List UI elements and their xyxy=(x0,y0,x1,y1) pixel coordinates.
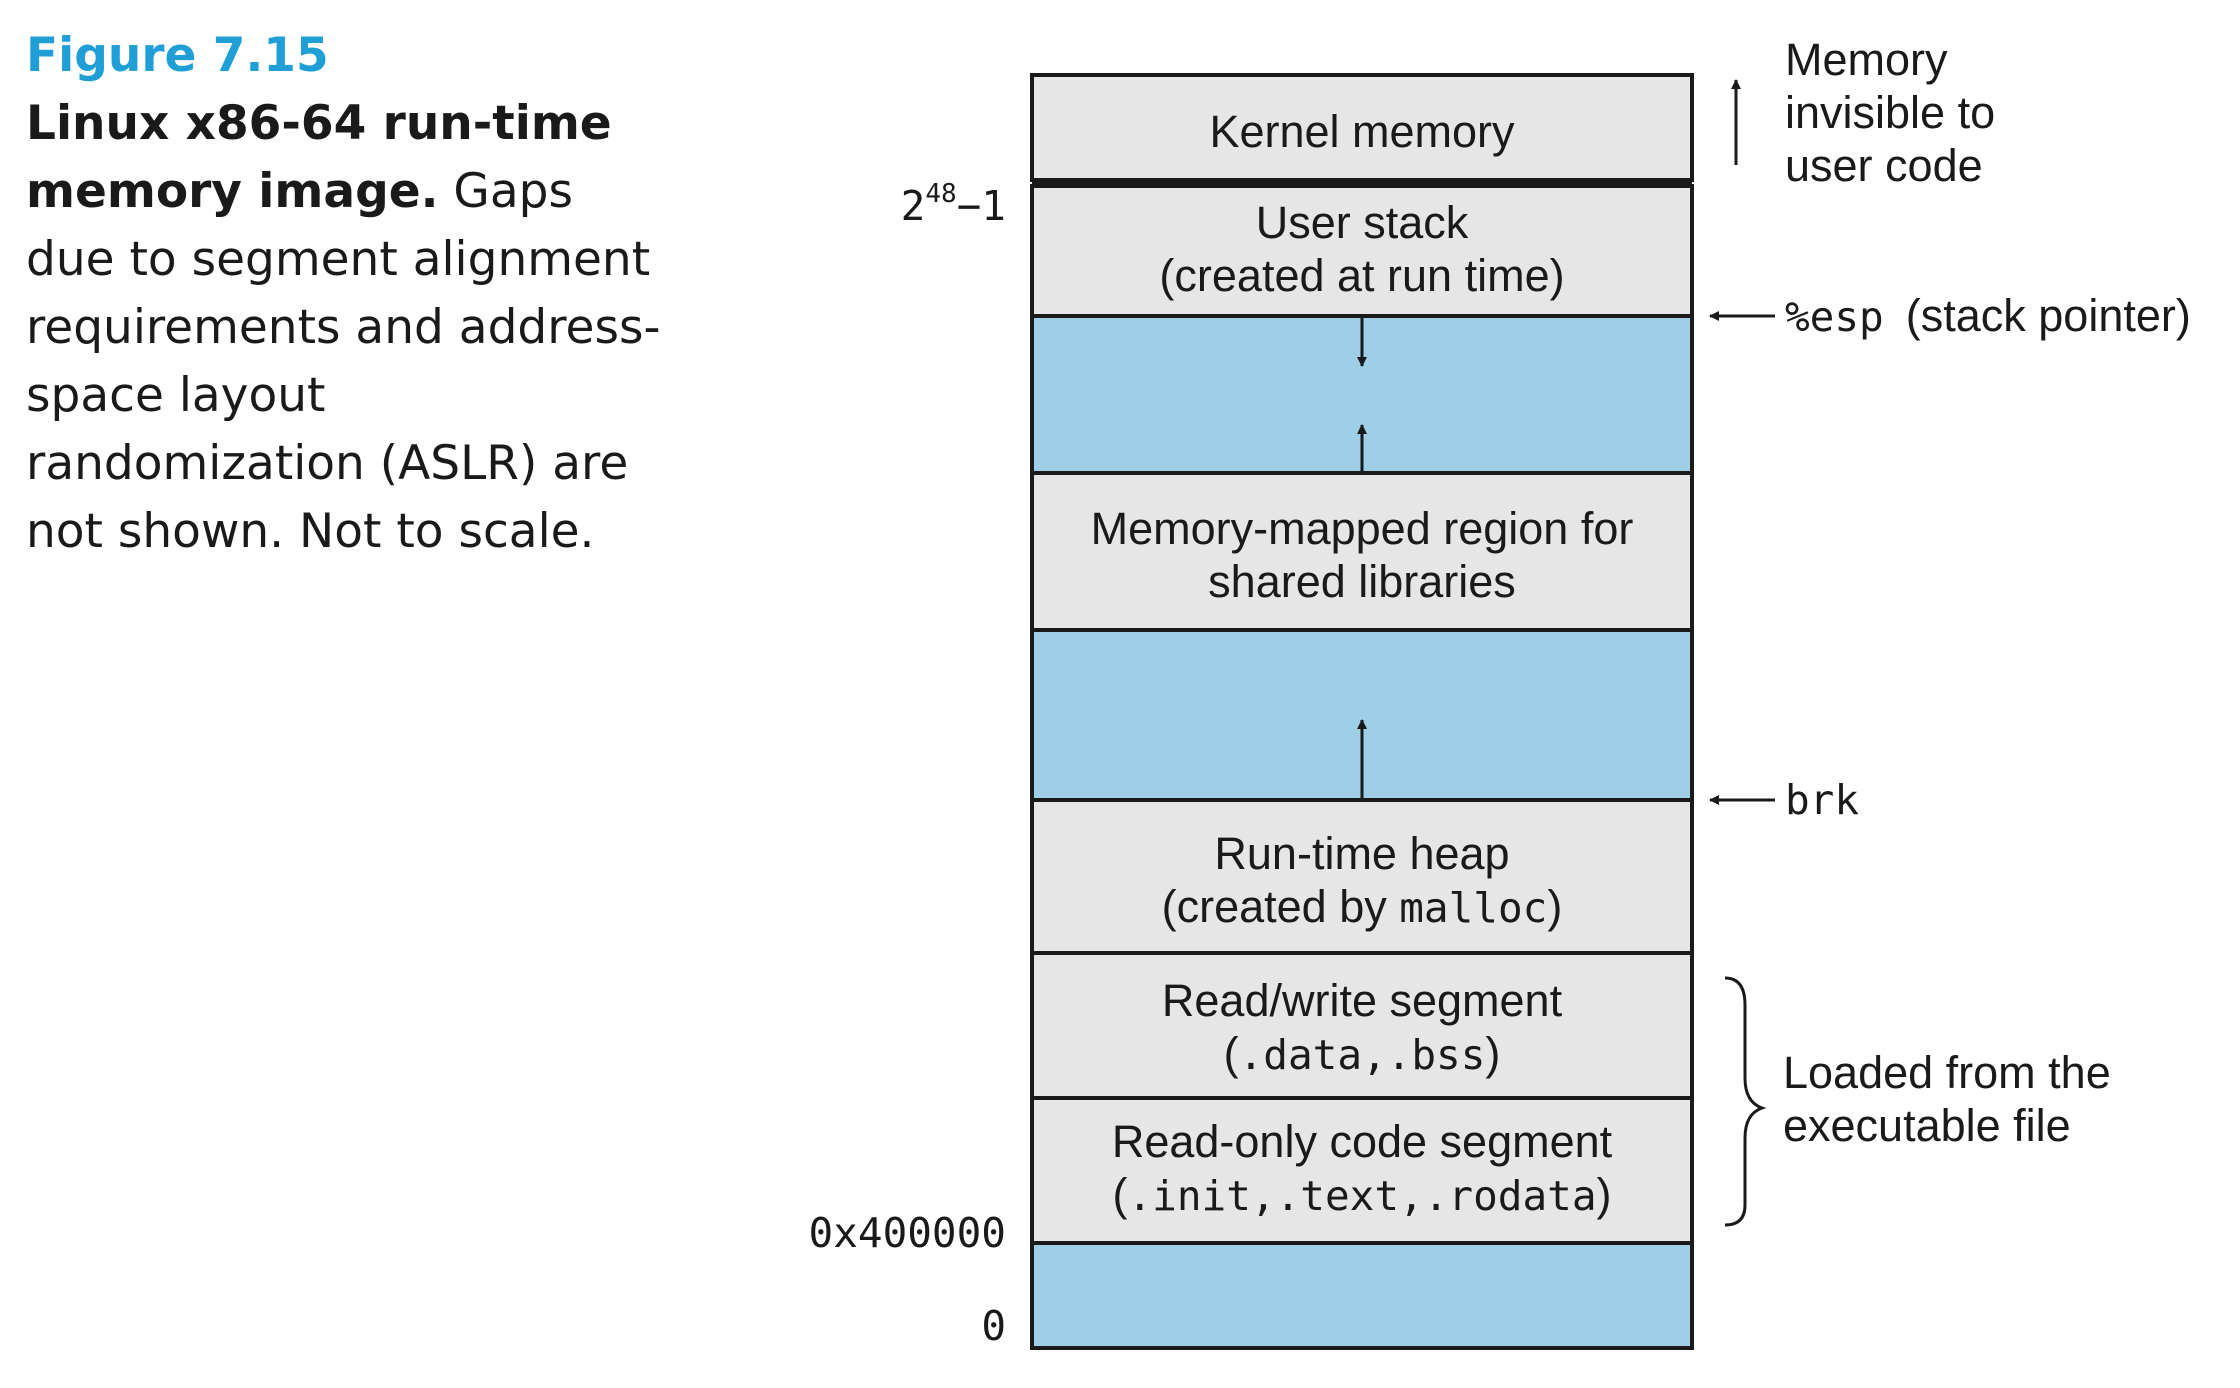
label-read-write-sections: (.data,.bss) xyxy=(1224,1028,1501,1079)
annotation-brk: brk xyxy=(1785,776,1859,824)
code-brk: brk xyxy=(1785,776,1859,824)
label-heap-note: (created by malloc) xyxy=(1162,881,1563,932)
label-kernel-memory: Kernel memory xyxy=(1209,106,1515,157)
annotation-invisible-line1: Memory xyxy=(1785,34,1948,85)
address-top-user: 248−1 xyxy=(901,179,1006,230)
annotation-invisible-line2: invisible to xyxy=(1785,87,1995,138)
annotation-loaded-line1: Loaded from the xyxy=(1783,1047,2111,1098)
segment-memory-mapped-region xyxy=(1030,471,1694,632)
address-code-start: 0x400000 xyxy=(809,1209,1006,1257)
annotation-invisible-line3: user code xyxy=(1785,140,1983,191)
label-read-only-sections: (.init,.text,.rodata) xyxy=(1113,1169,1612,1220)
figure-title: Linux x86-64 run-time memory image. xyxy=(26,96,612,219)
label-heap: Run-time heap xyxy=(1214,828,1509,879)
annotation-esp: %esp(stack pointer) xyxy=(1785,290,2191,341)
code-data-bss: .data,.bss xyxy=(1239,1031,1486,1079)
label-read-only: Read-only code segment xyxy=(1112,1116,1613,1167)
annotation-loaded-line2: executable file xyxy=(1783,1100,2071,1151)
code-init-text-rodata: .init,.text,.rodata xyxy=(1128,1172,1597,1220)
code-esp: %esp xyxy=(1785,293,1884,341)
label-user-stack: User stack xyxy=(1256,197,1469,248)
address-zero: 0 xyxy=(981,1302,1006,1350)
label-read-write: Read/write segment xyxy=(1162,975,1563,1026)
segment-kernel-memory xyxy=(1030,73,1694,182)
segment-user-stack xyxy=(1030,184,1694,318)
figure-description: Gaps due to segment alignment requiremen… xyxy=(26,164,661,559)
segment-read-write xyxy=(1030,951,1694,1100)
figure-number: Figure 7.15 xyxy=(26,28,329,83)
kernel-boundary-bar xyxy=(1032,178,1692,186)
brace-loaded-segments xyxy=(1724,976,1767,1227)
label-mmap-line1: Memory-mapped region for xyxy=(1091,503,1634,554)
label-mmap-line2: shared libraries xyxy=(1208,556,1516,607)
gap-bottom xyxy=(1030,1241,1694,1350)
code-malloc: malloc xyxy=(1399,884,1547,932)
label-user-stack-note: (created at run time) xyxy=(1159,250,1564,301)
figure-caption: Figure 7.15 Linux x86-64 run-time memory… xyxy=(26,22,676,566)
